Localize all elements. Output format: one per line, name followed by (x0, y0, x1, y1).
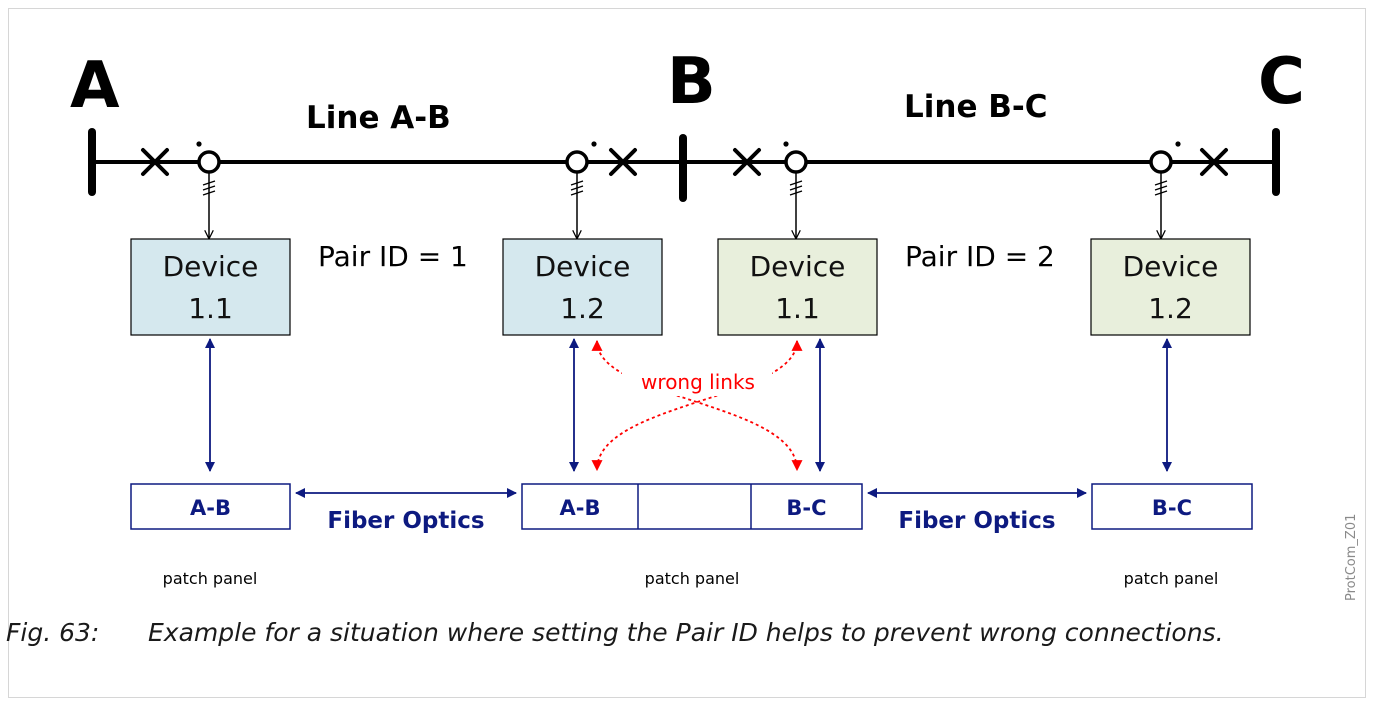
patch-panel-boxes (130, 483, 1253, 530)
device-box-fill (1090, 238, 1251, 336)
device-number: 1.1 (188, 292, 233, 325)
fiber-optics-label-2: Fiber Optics (898, 508, 1055, 534)
breaker-icon (609, 148, 637, 176)
figure-caption-text: Example for a situation where setting th… (148, 618, 1224, 647)
wrong-links-label-bg (622, 366, 772, 396)
patch-panel-label-right: patch panel (1124, 569, 1219, 588)
ct-icon (565, 141, 597, 198)
ct-icon (1149, 141, 1181, 198)
patch-panel-middle (521, 483, 863, 530)
figure-caption: Fig. 63: Example for a situation where se… (6, 618, 1224, 647)
device-number: 1.2 (1148, 292, 1193, 325)
line-label-ab: Line A-B (306, 100, 451, 136)
device-name: Device (535, 250, 631, 283)
figure-id-label: ProtCom_Z01 (1344, 514, 1359, 601)
line-label-bc: Line B-C (904, 89, 1048, 125)
device-name: Device (750, 250, 846, 283)
wrong-links (591, 339, 803, 472)
device-box: Device 1.2 (502, 238, 663, 336)
patch-panel-label-left: patch panel (163, 569, 258, 588)
ct-device-connections (209, 198, 1161, 238)
ct-icon (196, 141, 221, 198)
device-box-fill (130, 238, 291, 336)
figure-frame (8, 8, 1366, 698)
current-transformer-icons (196, 141, 1181, 198)
breaker-icon (1200, 148, 1228, 176)
device-box: Device 1.1 (130, 238, 291, 336)
patch-panel-label-middle: patch panel (645, 569, 740, 588)
patch-port-middle-right: B-C (786, 496, 826, 520)
circuit-breaker-icons (141, 148, 1228, 176)
device-box-fill (502, 238, 663, 336)
protection-communication-diagram: A B C Line A-B Line B-C (70, 45, 1359, 601)
wrong-link-arrow (591, 339, 803, 472)
breaker-icon (141, 148, 169, 176)
patch-port-right: B-C (1152, 496, 1192, 520)
wrong-link-arrow (591, 339, 803, 472)
patch-panel-right (1091, 483, 1253, 530)
patch-port-left: A-B (190, 496, 231, 520)
pair-id-label-2: Pair ID = 2 (905, 240, 1055, 273)
wrong-links-label: wrong links (641, 370, 755, 394)
pair-id-label-1: Pair ID = 1 (318, 240, 468, 273)
device-box-fill (717, 238, 878, 336)
ct-icon (783, 141, 808, 198)
bus-label-c: C (1258, 45, 1305, 119)
device-number: 1.2 (560, 292, 605, 325)
device-name: Device (1123, 250, 1219, 283)
bus-label-b: B (667, 45, 716, 119)
bus-label-a: A (70, 49, 120, 123)
device-panel-links (205, 338, 1172, 472)
device-name: Device (163, 250, 259, 283)
patch-port-middle-left: A-B (560, 496, 601, 520)
patch-panel-left (130, 483, 291, 530)
device-box: Device 1.2 (1090, 238, 1251, 336)
breaker-icon (733, 148, 761, 176)
device-box: Device 1.1 (717, 238, 878, 336)
figure-number: Fig. 63: (6, 618, 100, 647)
device-number: 1.1 (775, 292, 820, 325)
fiber-optics-label-1: Fiber Optics (327, 508, 484, 534)
